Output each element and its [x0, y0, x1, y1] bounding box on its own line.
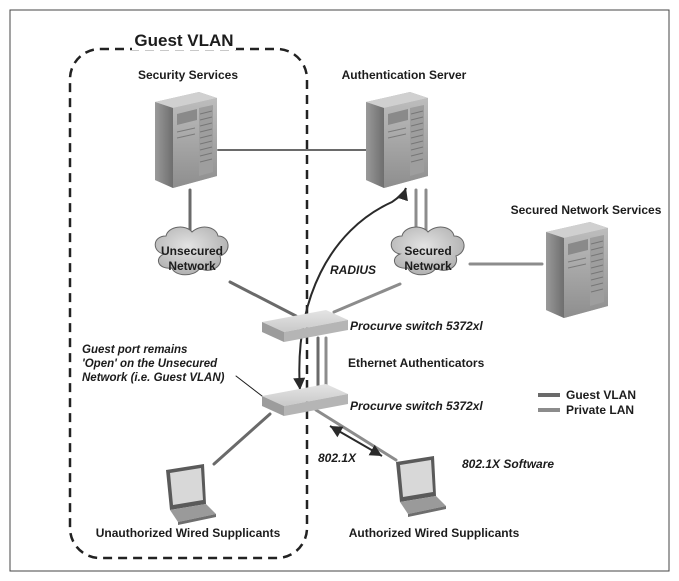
authorized-supplicants-label: Authorized Wired Supplicants [349, 526, 520, 540]
secured-network-label-line2: Network [404, 259, 452, 273]
guest-vlan-title-bg [132, 28, 236, 50]
secured-network-services-label: Secured Network Services [511, 203, 662, 217]
authorized-laptop-icon [396, 456, 446, 517]
radius-label: RADIUS [330, 263, 376, 277]
authentication-server-icon [365, 91, 429, 189]
guest-port-note-line3: Network (i.e. Guest VLAN) [82, 372, 225, 384]
security-services-label: Security Services [138, 68, 238, 82]
link-unsecured-to-switch-top [228, 280, 298, 318]
security-services-server-icon [154, 91, 218, 189]
guest-port-pointer [235, 375, 263, 397]
dot1x-software-label: 802.1X Software [462, 457, 554, 471]
procurve-switch-bottom-icon [262, 384, 348, 416]
unsecured-network-label-line2: Network [168, 259, 216, 273]
dot1x-label: 802.1X [318, 451, 357, 465]
dot1x-arrow [329, 425, 383, 457]
link-switch-to-unauthorized [212, 412, 272, 466]
unsecured-network-label-line1: Unsecured [161, 244, 223, 258]
switch-top-label: Procurve switch 5372xl [350, 319, 483, 333]
link-switch-top-to-secured [332, 282, 402, 314]
switch-bottom-label: Procurve switch 5372xl [350, 399, 483, 413]
secured-network-label-line1: Secured [404, 244, 451, 258]
guest-port-note-line2: 'Open' on the Unsecured [82, 358, 218, 370]
outer-frame [9, 9, 670, 572]
procurve-switch-top-icon [262, 310, 348, 342]
connections [188, 149, 544, 466]
ethernet-authenticators-label: Ethernet Authenticators [348, 356, 485, 370]
unauthorized-laptop-icon [166, 464, 216, 525]
legend: Guest VLAN Private LAN [538, 388, 636, 417]
legend-private-lan-label: Private LAN [566, 403, 634, 417]
legend-guest-vlan-label: Guest VLAN [566, 388, 636, 402]
secured-network-services-server-icon [545, 221, 609, 319]
unauthorized-supplicants-label: Unauthorized Wired Supplicants [96, 526, 281, 540]
authentication-server-label: Authentication Server [342, 68, 467, 82]
guest-vlan-title: Guest VLAN [134, 31, 233, 50]
guest-port-note-line1: Guest port remains [82, 344, 187, 356]
